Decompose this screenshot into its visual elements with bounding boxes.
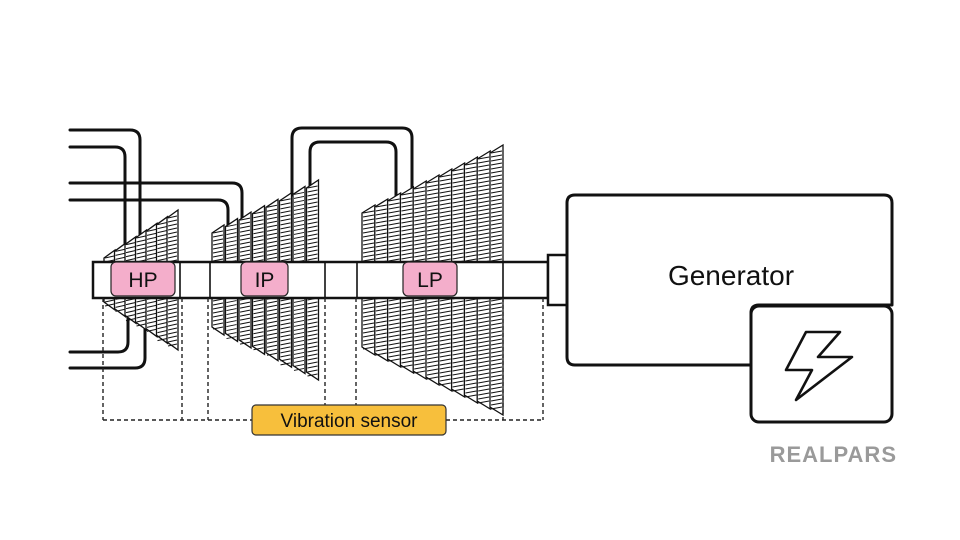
svg-text:HP: HP [128, 269, 157, 292]
shaft-coupling [546, 253, 569, 307]
svg-text:LP: LP [417, 269, 443, 292]
svg-text:IP: IP [255, 269, 275, 292]
steam-pipes [68, 126, 414, 370]
lp-turbine-blades [361, 143, 504, 417]
vibration-sensor-label: Vibration sensor [251, 404, 447, 436]
lightning-bolt-icon [749, 304, 894, 424]
realpars-logo: REALPARS [770, 442, 897, 467]
lp-stage-label: LP [402, 261, 458, 297]
generator-label: Generator [668, 260, 794, 291]
svg-text:Vibration sensor: Vibration sensor [281, 411, 419, 432]
ip-stage-label: IP [240, 261, 289, 297]
hp-stage-label: HP [110, 261, 176, 297]
